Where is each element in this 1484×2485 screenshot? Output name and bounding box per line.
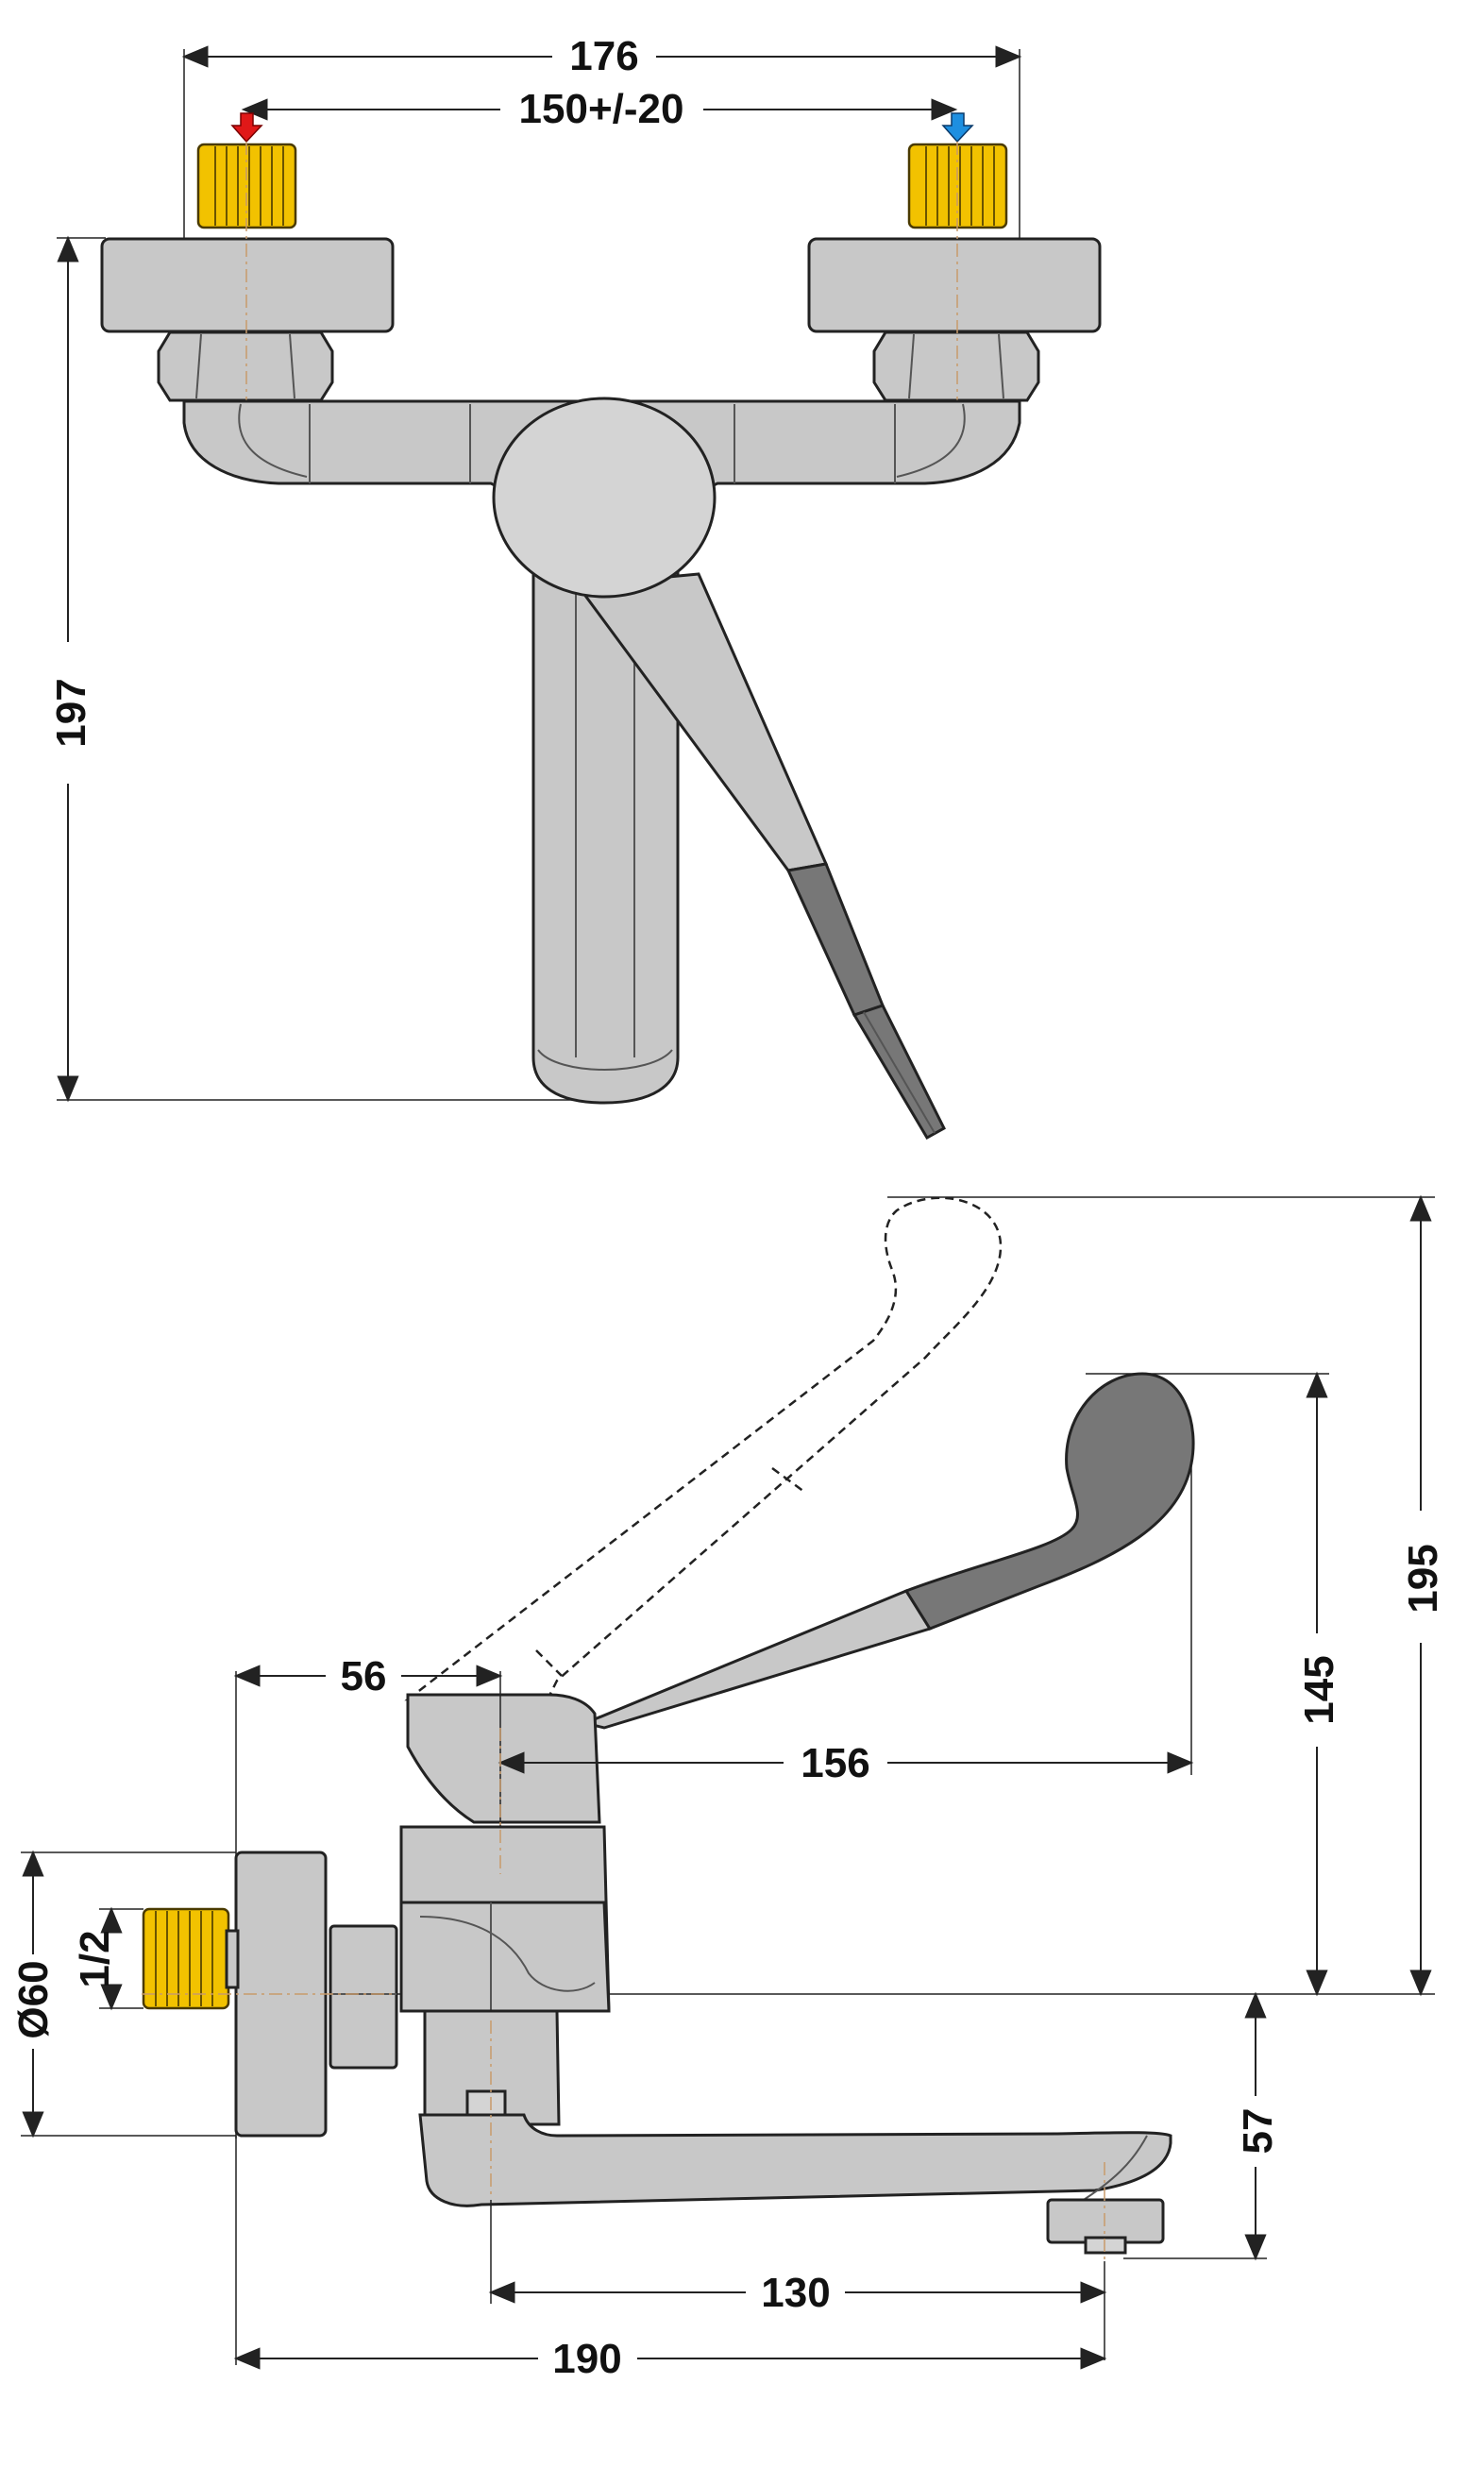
dim-d60-label: Ø60: [10, 1960, 57, 2038]
dimension-156: 156: [497, 1463, 1194, 1786]
dimension-176: 176: [181, 33, 1022, 244]
aerator: [1046, 2198, 1165, 2244]
dim-197-label: 197: [48, 678, 94, 747]
lever-cap: [406, 1693, 601, 1824]
cold-arrow-icon: [941, 112, 974, 144]
left-hex-nut: [157, 330, 334, 402]
dim-190-label: 190: [552, 2336, 621, 2382]
left-flange: [100, 237, 395, 333]
dim-145-label: 145: [1296, 1655, 1342, 1724]
front-view: 176 150+/-20 197: [48, 33, 1102, 1141]
dimension-57: 57: [1123, 1991, 1281, 2261]
dim-56-label: 56: [341, 1653, 387, 1699]
lever-hub: [492, 397, 717, 599]
side-lever: [581, 1372, 1195, 1730]
dimension-half-inch: 1/2: [72, 1906, 143, 2011]
raised-lever-outline: [404, 1196, 1003, 1701]
spout: [418, 2113, 1172, 2207]
dimension-d60: Ø60: [10, 1850, 236, 2138]
dim-150-label: 150+/-20: [519, 86, 684, 132]
right-hex-nut: [872, 330, 1040, 402]
lever-paddle: [903, 1372, 1195, 1631]
dim-195-label: 195: [1400, 1544, 1446, 1613]
dim-176-label: 176: [569, 33, 638, 79]
dimension-150: 150+/-20: [241, 86, 958, 132]
mixer-body: [182, 399, 1021, 1105]
set-screw: [465, 2089, 507, 2120]
side-body-lower: [399, 1901, 611, 2013]
hot-arrow-icon: [230, 112, 263, 144]
right-flange: [807, 237, 1102, 333]
left-fitting: [100, 112, 395, 406]
side-hex-nut: [329, 1924, 398, 2070]
spout-collar: [423, 2009, 561, 2126]
dimension-145: 145: [1086, 1371, 1342, 1997]
dim-156-label: 156: [801, 1740, 869, 1786]
right-fitting: [807, 112, 1102, 406]
side-view: 195 145 56 156: [10, 1194, 1446, 2382]
dimension-197: 197: [48, 235, 604, 1103]
lever-grip: [785, 862, 885, 1017]
side-thread-lines: [155, 1911, 213, 2006]
left-thread-lines: [214, 146, 284, 226]
dim-half-inch-label: 1/2: [72, 1930, 118, 1987]
dim-57-label: 57: [1235, 2108, 1281, 2155]
dimension-130: 130: [488, 2200, 1107, 2360]
right-thread-lines: [925, 146, 995, 226]
aerator-tip: [1084, 2236, 1127, 2255]
thread-shank: [225, 1929, 240, 1989]
dim-130-label: 130: [761, 2270, 830, 2316]
dimension-190: 190: [233, 2136, 1107, 2382]
